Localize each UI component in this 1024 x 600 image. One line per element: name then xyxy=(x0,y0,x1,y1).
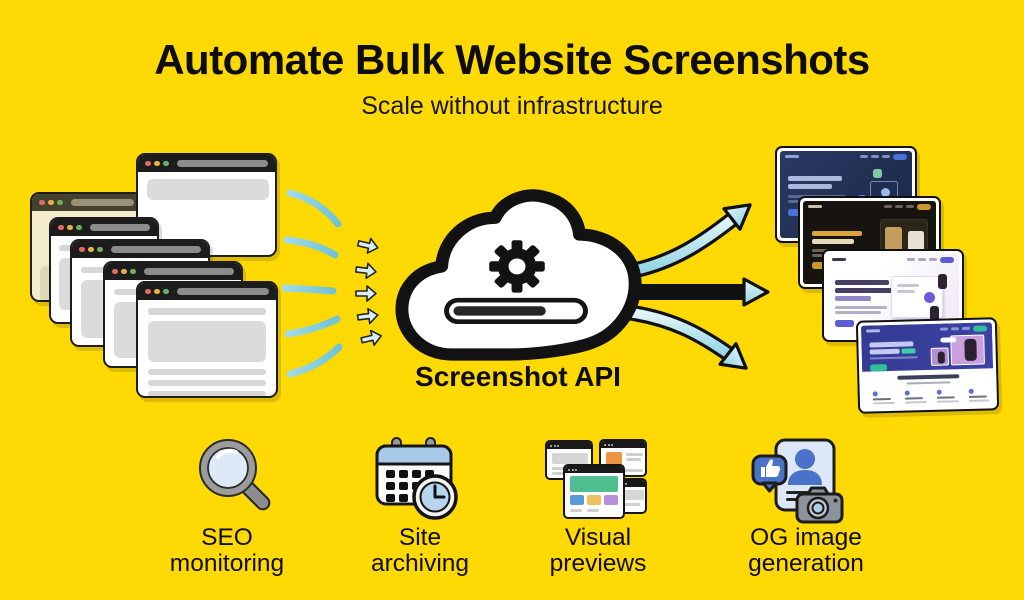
output-arrows xyxy=(624,203,770,370)
gear-icon xyxy=(489,240,545,293)
window-dot-green xyxy=(76,224,82,231)
window-dot-red xyxy=(39,199,45,206)
window-dot-yellow xyxy=(67,224,73,231)
window-titlebar xyxy=(72,241,208,258)
cloud-icon xyxy=(395,189,642,361)
page-subtitle: Scale without infrastructure xyxy=(361,92,663,120)
window-titlebar xyxy=(138,283,276,300)
window-dot-green xyxy=(130,268,136,275)
arrow-up-right-icon xyxy=(624,203,752,280)
window-dot-red xyxy=(58,224,64,231)
window-dot-green xyxy=(57,199,63,206)
window-titlebar xyxy=(51,219,157,236)
window-titlebar xyxy=(105,263,241,280)
address-bar xyxy=(71,199,134,206)
screenshot-thumbnail-indigo xyxy=(855,317,1000,414)
window-titlebar xyxy=(32,194,141,211)
address-bar xyxy=(144,268,234,275)
avatar xyxy=(795,449,815,469)
window-dot-yellow xyxy=(121,268,127,275)
arrow-right-icon xyxy=(626,277,770,307)
address-bar xyxy=(111,246,201,253)
window-dot-red xyxy=(145,288,151,295)
flow-swoosh xyxy=(281,189,343,378)
flow-lines-left xyxy=(281,189,382,378)
address-bar xyxy=(177,288,269,295)
window-dot-green xyxy=(163,160,169,167)
browser-windows-icon xyxy=(543,436,649,524)
window-dot-red xyxy=(79,246,85,253)
progress-bar xyxy=(444,297,588,325)
window-dot-yellow xyxy=(154,160,160,167)
features-section xyxy=(862,369,994,409)
magnifier-icon xyxy=(199,439,271,511)
window-dot-red xyxy=(112,268,118,275)
arrow-down-right-icon xyxy=(624,304,748,370)
window-dot-green xyxy=(163,288,169,295)
og-card-camera-icon xyxy=(751,438,844,524)
window-dot-yellow xyxy=(154,288,160,295)
cloud-label: Screenshot API xyxy=(415,361,621,392)
window-dot-yellow xyxy=(48,199,54,206)
window-titlebar xyxy=(138,155,275,172)
browser-window xyxy=(136,281,278,398)
camera-icon xyxy=(795,486,844,524)
address-bar xyxy=(90,224,150,231)
window-dot-yellow xyxy=(88,246,94,253)
window-dot-green xyxy=(97,246,103,253)
window-dot-red xyxy=(145,160,151,167)
thumbs-up-icon xyxy=(751,454,788,493)
page-title: Automate Bulk Website Screenshots xyxy=(154,36,870,83)
address-bar xyxy=(177,160,268,167)
small-arrow-icons xyxy=(354,237,382,346)
calendar-clock-icon xyxy=(375,437,458,520)
